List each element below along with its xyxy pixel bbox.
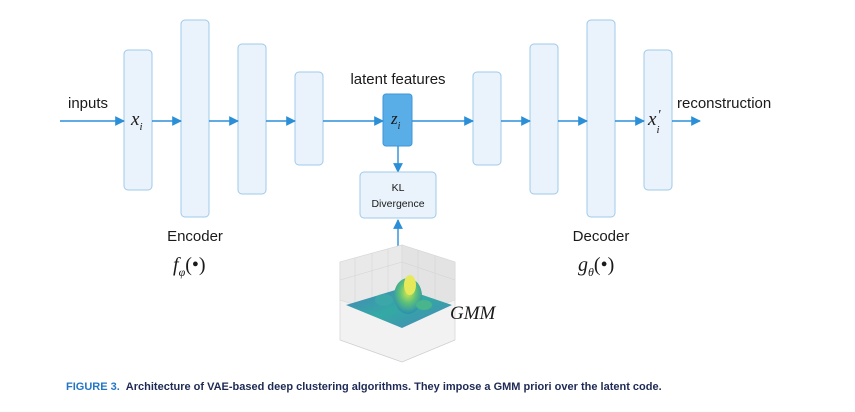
gmm-label: GMM	[450, 303, 497, 324]
kl-line1: KL	[392, 182, 405, 194]
latent-features-label: latent features	[350, 71, 445, 88]
encoder-label: Encoder	[167, 228, 223, 245]
decoder-label: Decoder	[573, 228, 630, 245]
z-latent-symbol: zi	[390, 109, 401, 132]
encoder-layer-2	[180, 19, 210, 218]
encoder-layer-4	[294, 71, 324, 166]
decoder-layer-1	[472, 71, 502, 166]
decoder-layer-2	[529, 43, 559, 195]
reconstruction-label: reconstruction	[677, 95, 771, 112]
figure-caption: FIGURE 3. Architecture of VAE-based deep …	[66, 381, 846, 393]
figure-number: FIGURE 3.	[66, 381, 120, 393]
gmm-surface-plot	[339, 244, 456, 363]
encoder-layer-3	[237, 43, 267, 195]
flow-arrows	[60, 116, 701, 250]
encoder-function: fφ(•)	[173, 254, 206, 279]
inputs-label: inputs	[68, 95, 108, 112]
x-output-symbol: x'i	[647, 108, 661, 136]
kl-divergence-box	[359, 171, 437, 219]
decoder-function: gθ(•)	[578, 254, 614, 279]
x-input-symbol: xi	[130, 109, 143, 133]
caption-text: Architecture of VAE-based deep clusterin…	[125, 381, 662, 393]
kl-line2: Divergence	[371, 198, 424, 210]
decoder-layer-3	[586, 19, 616, 218]
